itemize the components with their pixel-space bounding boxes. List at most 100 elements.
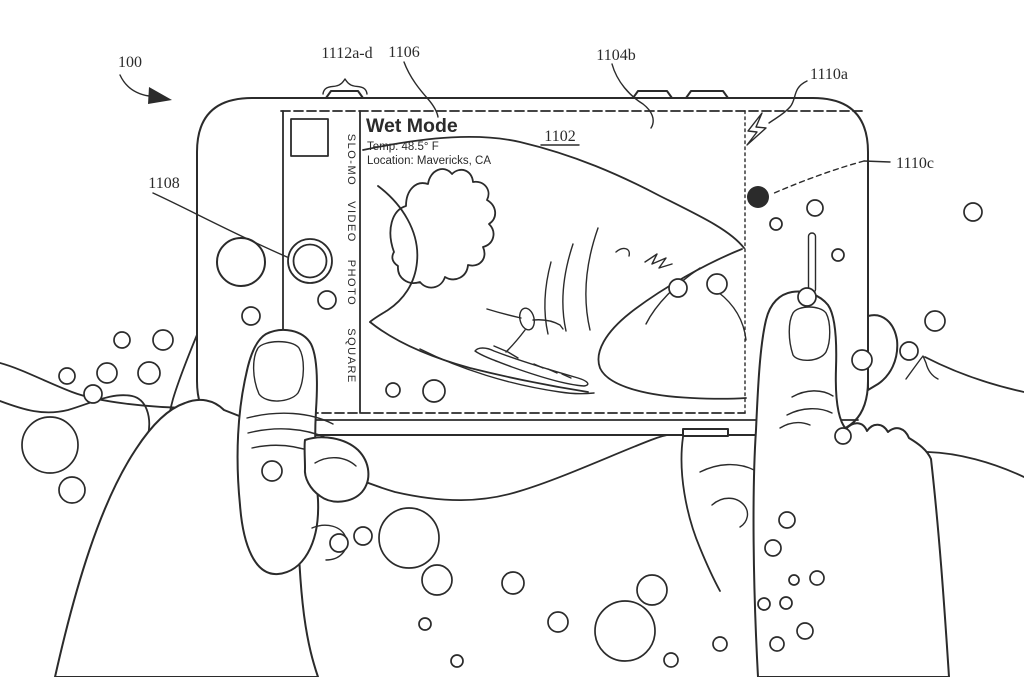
ref-label-display: 1104b [596, 47, 635, 64]
bubble [706, 273, 728, 295]
hud-temperature: Temp: 48.5° F [367, 141, 439, 153]
surfboard-marks [533, 363, 572, 379]
annotation-1106: 1106 [388, 44, 439, 118]
bubble [261, 460, 283, 482]
mode-label-photo: PHOTO [345, 260, 357, 306]
foreground-bubbles [329, 310, 946, 668]
bubble [329, 533, 349, 553]
camera-sidebar: SLO-MO VIDEO PHOTO SQUARE [287, 118, 357, 384]
wave-slope-line [419, 348, 595, 395]
bubble [83, 384, 103, 404]
bubble [636, 574, 668, 606]
leader-line [152, 192, 288, 258]
background-bubbles [21, 202, 983, 504]
wave-curl-hook [615, 247, 630, 257]
wave-back-line [362, 135, 745, 249]
thumbnail-square-icon [290, 118, 329, 157]
bubble [851, 349, 873, 371]
mode-label-video: VIDEO [345, 201, 357, 243]
bubble [96, 362, 118, 384]
bubble [353, 526, 373, 546]
bubble [385, 382, 401, 398]
ref-label-shutter: 1108 [148, 175, 179, 192]
leader-line [863, 160, 891, 163]
arrowhead [148, 87, 172, 104]
bubble [547, 611, 569, 633]
bubble [21, 416, 79, 474]
bubble [788, 574, 800, 586]
bubble [797, 287, 817, 307]
left-hand [54, 328, 370, 677]
right-hand [680, 287, 950, 677]
phone-device: SLO-MO VIDEO PHOTO SQUARE [196, 90, 869, 437]
bubble [378, 507, 440, 569]
bubble [757, 597, 771, 611]
surfer-arm [532, 319, 564, 330]
curly-brace [322, 78, 368, 95]
bubble [712, 636, 728, 652]
water-splash [905, 355, 939, 380]
wave-streak [562, 243, 574, 332]
annotation-1110c: 1110c [771, 155, 934, 195]
bubble [899, 341, 919, 361]
ref-1102: 1102 [544, 128, 575, 145]
foam-zigzag [644, 253, 673, 269]
mode-label-square: SQUARE [345, 328, 357, 383]
bubble [113, 331, 131, 349]
bubble [831, 248, 845, 262]
camera-dot-icon [747, 186, 769, 208]
bubble [450, 654, 464, 668]
leader-line [611, 63, 654, 129]
surfer-leg [493, 345, 519, 359]
bubble [594, 600, 656, 662]
bubble [152, 329, 174, 351]
bubble [58, 367, 76, 385]
bubble [764, 539, 782, 557]
bubble [418, 617, 432, 631]
power-button [685, 90, 729, 99]
wave-left-outline [369, 185, 419, 323]
viewfinder-wave-scene [362, 135, 747, 403]
volume-button [632, 90, 673, 99]
bubble [806, 199, 824, 217]
leader-line [119, 74, 150, 97]
water-surface [0, 329, 1024, 502]
bubble [137, 361, 161, 385]
water-line [0, 394, 151, 437]
shutter-ring-icon-inner [292, 243, 328, 279]
right-bezel [746, 112, 845, 294]
annotation-1104b: 1104b [596, 47, 654, 129]
annotation-100: 100 [118, 54, 172, 104]
annotation-1112a-d: 1112a-d [321, 45, 373, 95]
right-thumb-wrinkles [779, 390, 834, 429]
right-finger-fold [711, 497, 749, 528]
surfer-head [519, 307, 535, 331]
water-line [840, 451, 1024, 478]
annotation-1110a: 1110a [768, 66, 848, 124]
left-knuckle-crease [314, 457, 357, 467]
home-button [216, 237, 266, 287]
bubble [769, 636, 785, 652]
bubble [963, 202, 983, 222]
volume-button [325, 90, 364, 99]
bubble [58, 476, 86, 504]
ref-label-side-buttons: 1112a-d [321, 45, 372, 62]
surfer-body [505, 329, 526, 353]
water-line [924, 356, 1024, 393]
bubble [809, 570, 825, 586]
hud-location: Location: Mavericks, CA [367, 155, 491, 167]
wet-mode-title: Wet Mode [366, 115, 458, 137]
surfboard [474, 347, 589, 387]
screen: SLO-MO VIDEO PHOTO SQUARE [282, 110, 747, 414]
bubble [422, 379, 446, 403]
right-finger-fold [699, 463, 755, 473]
annotation-1108: 1108 [148, 175, 288, 258]
bubble [317, 290, 337, 310]
bubble [421, 564, 453, 596]
bubble [796, 622, 814, 640]
ref-label-mode-indicator: 1106 [388, 44, 419, 61]
wave-streak [544, 261, 552, 335]
bubble [834, 427, 852, 445]
flash-lightning-icon [746, 112, 767, 146]
